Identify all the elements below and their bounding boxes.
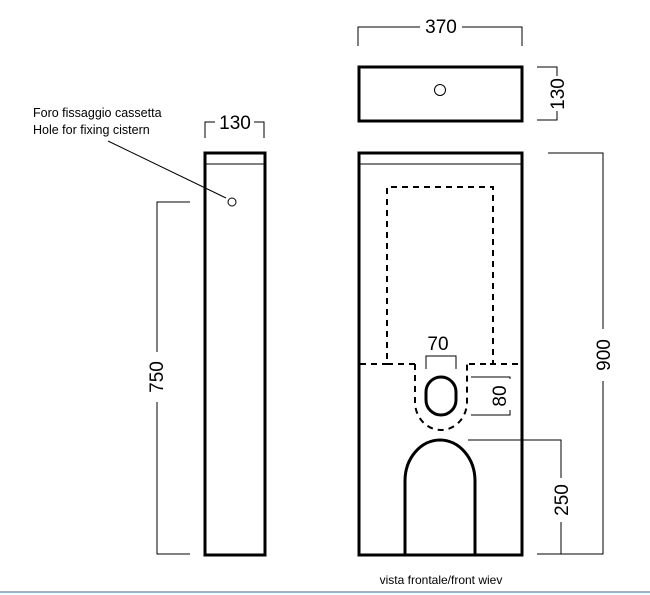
top-hole-marker [434,84,446,96]
top-body-outline [357,65,524,123]
side-body-outline [203,151,267,557]
side-height-label: 750 [147,361,168,393]
front-height-dimension: 900 [548,152,615,555]
annotation-line-it: Foro fissaggio cassetta [33,106,162,120]
hole-height-label: 80 [490,385,511,406]
side-view: 130 750 [147,113,267,557]
pipe-arch-cutout [403,438,477,555]
side-height-dimension: 750 [147,201,190,555]
front-body-outline [357,151,524,557]
side-width-label: 130 [219,113,251,134]
arch-height-label: 250 [552,484,573,516]
flush-hole [424,375,458,417]
top-width-dimension: 370 [357,17,523,46]
cistern-dashed-outline [386,186,494,365]
top-view: 370 130 [357,17,569,123]
arch-height-dimension: 250 [468,439,573,555]
side-width-dimension: 130 [204,113,265,138]
annotation-leader-line [107,140,227,199]
front-height-label: 900 [594,339,615,371]
front-view: 70 80 250 900 [357,151,615,557]
annotation-line-en: Hole for fixing cistern [33,123,150,137]
hole-width-label: 70 [427,334,448,355]
flush-opening-dashed-outline [414,364,468,431]
top-width-label: 370 [425,17,457,38]
hole-width-dimension: 70 [425,334,457,369]
top-depth-dimension: 130 [537,66,569,121]
view-caption: vista frontale/front wiev [380,573,503,587]
top-depth-label: 130 [548,78,569,110]
fixing-hole-marker [227,197,237,207]
fixing-hole-annotation: Foro fissaggio cassetta Hole for fixing … [33,106,227,199]
hole-height-dimension: 80 [471,376,511,416]
bottom-divider [0,591,650,593]
